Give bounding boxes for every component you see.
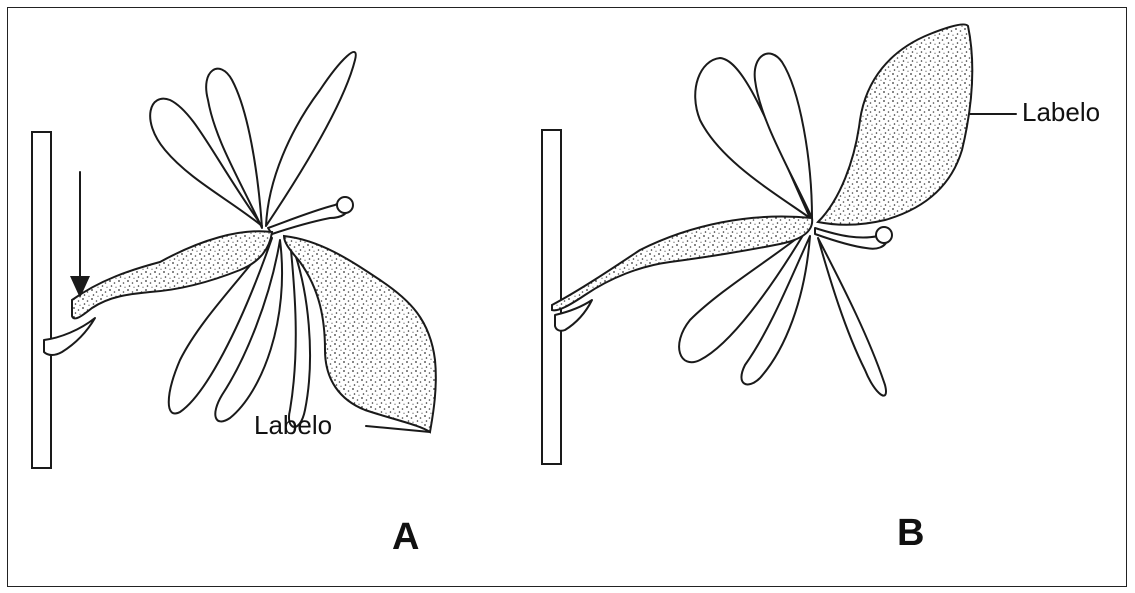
panel-a-stem	[32, 132, 51, 468]
panel-b-labellum	[818, 24, 972, 224]
panel-a-letter: A	[392, 518, 419, 556]
panel-a-labelo-label: Labelo	[254, 412, 332, 438]
panel-b-stem	[542, 130, 561, 464]
panel-b-labelo-label: Labelo	[1022, 99, 1100, 125]
panel-b-letter: B	[897, 514, 924, 552]
panel-a-drawing	[32, 52, 436, 468]
panel-a-column-tip	[337, 197, 353, 213]
panel-b-column-tip	[876, 227, 892, 243]
panel-b-petal-5	[818, 238, 886, 396]
panel-b-drawing	[542, 24, 1016, 464]
